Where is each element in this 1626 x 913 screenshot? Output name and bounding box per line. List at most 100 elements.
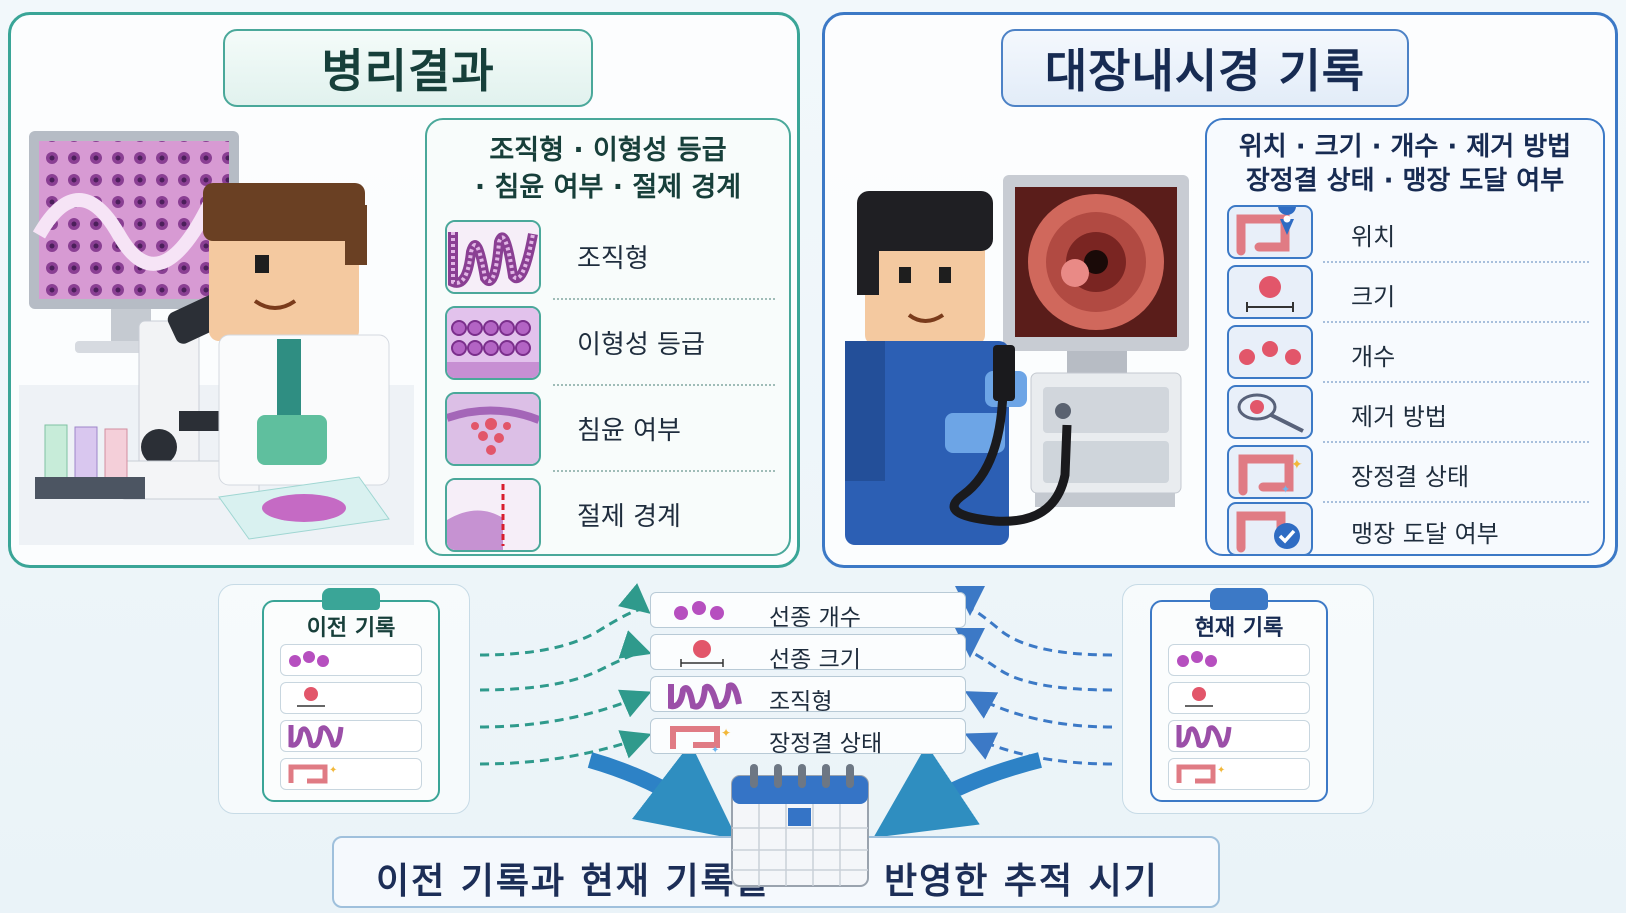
pathology-panel: 병리결과 <box>8 12 800 568</box>
svg-text:✦: ✦ <box>1281 483 1290 496</box>
previous-row-size <box>280 682 422 714</box>
previous-record-clipboard: 이전 기록 ✦ <box>262 588 440 802</box>
polyp-count-icon <box>674 601 724 620</box>
size-label: 크기 <box>1351 283 1396 311</box>
right-arrows <box>955 585 1113 766</box>
polyp-count-icon <box>1227 325 1313 379</box>
pathologist-illustration <box>19 131 414 545</box>
endoscopist-illustration <box>845 175 1189 545</box>
bowel-prep-icon: ✦✦ <box>670 726 731 753</box>
count-label: 개수 <box>1351 343 1396 371</box>
left-big-arrow <box>587 742 738 840</box>
colonoscopy-card-heading: 위치 · 크기 · 개수 · 제거 방법 장정결 상태 · 맹장 도달 여부 <box>1207 130 1603 198</box>
tissue-type-icon <box>1176 725 1232 749</box>
row-divider <box>1323 501 1589 503</box>
colonoscopy-item: ✦✦ 장정결 상태 <box>1227 443 1589 503</box>
row-divider <box>553 298 775 300</box>
banner-text-part1: 이전 기록과 현재 기록을 <box>376 861 771 902</box>
previous-row-count <box>280 644 422 676</box>
colonoscopy-item: 크기 <box>1227 263 1589 323</box>
calendar-icon <box>731 764 869 887</box>
pathology-heading-line2: · 침윤 여부 · 절제 경계 <box>474 172 742 203</box>
comparison-item-polyp-count: 선종 개수 <box>650 592 966 631</box>
current-row-size <box>1168 682 1310 714</box>
pathology-title: 병리결과 <box>223 29 593 107</box>
comparison-label: 선종 개수 <box>769 605 861 631</box>
comparison-label: 조직형 <box>769 689 833 715</box>
invasion-icon <box>445 392 541 466</box>
bowel-prep-label: 장정결 상태 <box>1351 463 1470 491</box>
pathology-items-card: 조직형 · 이형성 등급 · 침윤 여부 · 절제 경계 조직형 이형성 <box>425 118 791 556</box>
dysplasia-grade-label: 이형성 등급 <box>577 330 705 360</box>
pathology-card-heading: 조직형 · 이형성 등급 · 침윤 여부 · 절제 경계 <box>427 132 789 206</box>
row-divider <box>1323 321 1589 323</box>
banner-text-part2: 반영한 추적 시기 <box>884 861 1159 902</box>
row-divider <box>553 470 775 472</box>
removal-method-label: 제거 방법 <box>1351 403 1447 431</box>
bowel-prep-icon: ✦✦ <box>1227 445 1313 499</box>
clipboard-clip <box>322 588 380 610</box>
polyp-size-icon <box>1227 265 1313 319</box>
colonoscopy-item: 위치 <box>1227 203 1589 263</box>
previous-row-tissue <box>280 720 422 752</box>
cecum-reach-label: 맹장 도달 여부 <box>1351 520 1499 548</box>
pathology-item: 이형성 등급 <box>445 300 775 386</box>
svg-text:✦: ✦ <box>711 745 719 753</box>
svg-text:✦: ✦ <box>721 726 731 740</box>
comparison-label: 장정결 상태 <box>769 731 883 757</box>
colonoscopy-items-card: 위치 · 크기 · 개수 · 제거 방법 장정결 상태 · 맹장 도달 여부 위… <box>1205 118 1605 556</box>
comparison-label: 선종 크기 <box>769 647 861 673</box>
tissue-type-icon <box>668 682 742 710</box>
invasion-label: 침윤 여부 <box>577 416 681 446</box>
svg-text:✦: ✦ <box>1291 457 1303 473</box>
colon-location-icon <box>1227 205 1313 259</box>
previous-row-prep: ✦ <box>280 758 422 790</box>
current-record-clipboard: 현재 기록 ✦ <box>1150 588 1328 802</box>
current-row-count <box>1168 644 1310 676</box>
row-divider <box>1323 441 1589 443</box>
pathology-item: 절제 경계 <box>445 472 775 558</box>
colonoscopy-panel: 대장내시경 기록 위치 · 크기 · 개수 · 제거 <box>822 12 1618 568</box>
current-record-title: 현재 기록 <box>1194 616 1284 641</box>
clipboard-clip <box>1210 588 1268 610</box>
tissue-type-label: 조직형 <box>577 244 649 274</box>
colonoscopy-heading-line1: 위치 · 크기 · 개수 · 제거 방법 <box>1238 132 1572 162</box>
svg-text:✦: ✦ <box>329 765 337 776</box>
pathology-item: 침윤 여부 <box>445 386 775 472</box>
location-label: 위치 <box>1351 223 1396 251</box>
comparison-item-polyp-size: 선종 크기 <box>650 634 966 673</box>
svg-text:✦: ✦ <box>1217 765 1225 776</box>
current-row-tissue <box>1168 720 1310 752</box>
polyp-size-icon <box>1185 687 1213 707</box>
comparison-item-tissue-type: 조직형 <box>650 676 966 715</box>
row-divider <box>1323 261 1589 263</box>
resection-margin-label: 절제 경계 <box>577 502 681 532</box>
row-divider <box>553 384 775 386</box>
pathology-heading-line1: 조직형 · 이형성 등급 <box>489 135 727 166</box>
colonoscopy-item: 맹장 도달 여부 <box>1227 500 1589 560</box>
colonoscopy-item: 개수 <box>1227 323 1589 383</box>
tissue-type-icon <box>288 725 344 749</box>
left-arrows <box>479 583 652 766</box>
comparison-item-bowel-prep: ✦✦ 장정결 상태 <box>650 718 966 757</box>
row-divider <box>1323 381 1589 383</box>
right-big-arrow <box>873 744 1042 838</box>
polyp-size-icon <box>680 640 724 667</box>
colonoscopy-title: 대장내시경 기록 <box>1001 29 1409 107</box>
polyp-count-icon <box>1177 651 1217 667</box>
tissue-type-icon <box>445 220 541 294</box>
dysplasia-grade-icon <box>445 306 541 380</box>
bowel-prep-icon: ✦ <box>1176 764 1225 784</box>
previous-record-title: 이전 기록 <box>306 616 396 641</box>
colonoscopy-heading-line2: 장정결 상태 · 맹장 도달 여부 <box>1245 166 1565 196</box>
resection-margin-icon <box>445 478 541 552</box>
cecum-check-icon <box>1227 502 1313 556</box>
polyp-size-icon <box>297 687 325 707</box>
snare-icon <box>1227 385 1313 439</box>
current-row-prep: ✦ <box>1168 758 1310 790</box>
pathology-item: 조직형 <box>445 214 775 300</box>
bowel-prep-icon: ✦ <box>288 764 337 784</box>
polyp-count-icon <box>289 651 329 667</box>
colonoscopy-item: 제거 방법 <box>1227 383 1589 443</box>
